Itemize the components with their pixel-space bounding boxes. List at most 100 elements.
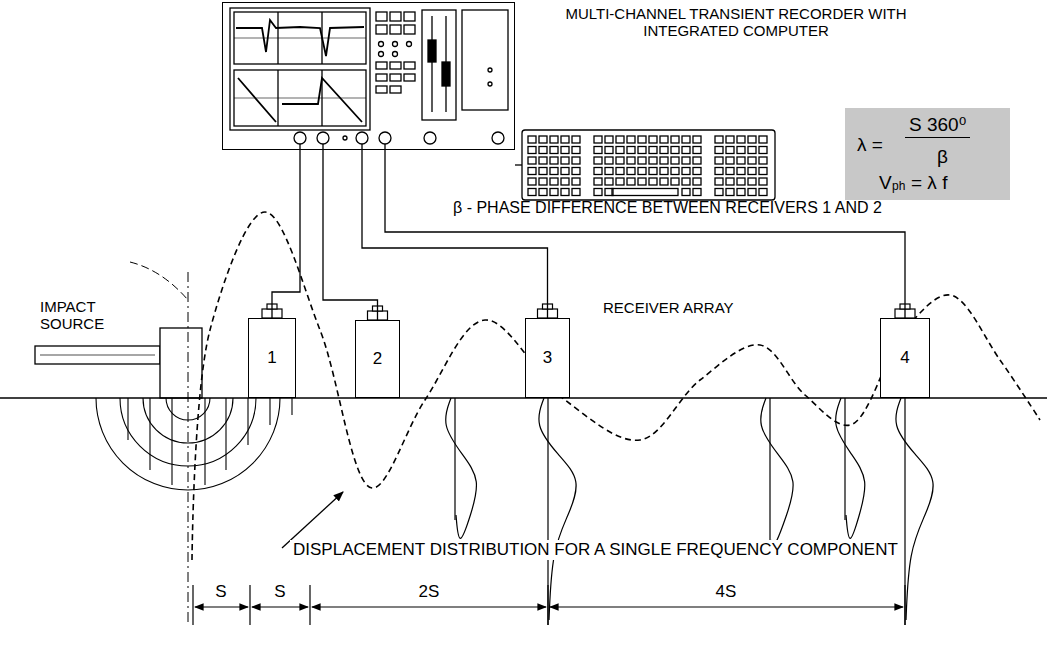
- signal-cable: [362, 150, 548, 318]
- keyboard: [660, 168, 668, 175]
- keyboard: [737, 178, 745, 185]
- formula-term: S 360⁰: [905, 114, 970, 138]
- impact-hammer: [35, 346, 160, 364]
- keyboard: [726, 147, 734, 154]
- transient-recorder: [393, 52, 398, 57]
- wave-fronts: [291, 398, 292, 415]
- keyboard: [594, 157, 602, 164]
- transient-recorder: [230, 8, 370, 130]
- keyboard: [671, 157, 679, 164]
- wave-fronts: [127, 398, 128, 440]
- formula-term: λ =: [857, 134, 883, 156]
- keyboard: [561, 136, 569, 143]
- keyboard: [638, 136, 646, 143]
- dimension-line: [195, 606, 248, 607]
- keyboard: [627, 178, 635, 185]
- formula-term: β: [937, 146, 948, 168]
- keyboard: [550, 157, 558, 164]
- keyboard: [759, 136, 767, 143]
- keyboard: [605, 136, 613, 143]
- transient-recorder: [492, 132, 504, 144]
- impact-hammer: [40, 355, 155, 356]
- formula-subscript: ph: [892, 180, 905, 194]
- keyboard: [550, 147, 558, 154]
- keyboard: [737, 189, 745, 196]
- keyboard: [726, 189, 734, 196]
- formula-term: V: [879, 172, 892, 194]
- wave-fronts: [225, 398, 226, 470]
- formula-term: = λ f: [911, 172, 947, 194]
- keyboard: [515, 164, 522, 165]
- transient-recorder: [404, 12, 415, 21]
- transient-recorder: [390, 86, 401, 93]
- depth-profile: [761, 398, 793, 545]
- receiver-box: 1: [248, 318, 296, 398]
- transient-recorder: [236, 20, 364, 56]
- dimension-label: 2S: [419, 582, 440, 602]
- keyboard: [528, 136, 536, 143]
- transient-recorder: [376, 12, 387, 21]
- keyboard: [715, 178, 723, 185]
- transient-recorder: [317, 132, 329, 144]
- keyboard: [715, 168, 723, 175]
- receiver-number: 3: [543, 348, 552, 368]
- keyboard: [638, 147, 646, 154]
- keyboard: [572, 189, 580, 196]
- transient-recorder: [376, 25, 387, 34]
- receiver-box: 3: [525, 318, 570, 398]
- keyboard: [594, 136, 602, 143]
- part-label: IMPACT SOURCE: [40, 298, 140, 333]
- depth-profile: [539, 398, 576, 620]
- keyboard: [572, 136, 580, 143]
- keyboard: [528, 136, 767, 196]
- keyboard: [759, 178, 767, 185]
- keyboard: [726, 157, 734, 164]
- receiver-cap: [262, 304, 915, 320]
- keyboard: [528, 157, 536, 164]
- dimension-label: S: [274, 582, 285, 602]
- keyboard: [693, 136, 701, 143]
- dimension-line: [550, 606, 903, 607]
- transient-recorder: [428, 40, 436, 62]
- keyboard: [550, 136, 558, 143]
- keyboard: [682, 178, 690, 185]
- keyboard: [759, 189, 767, 196]
- keyboard: [561, 189, 569, 196]
- transient-recorder: [390, 25, 401, 34]
- keyboard: [616, 136, 624, 143]
- keyboard: [726, 136, 734, 143]
- keyboard: [539, 178, 547, 185]
- depth-profile: [844, 398, 845, 520]
- transient-recorder: [294, 132, 306, 144]
- keyboard: [715, 157, 723, 164]
- keyboard: [627, 136, 635, 143]
- keyboard: [748, 178, 756, 185]
- keyboard: [649, 136, 657, 143]
- transient-recorder: [404, 62, 415, 69]
- transient-recorder: [442, 62, 450, 86]
- wave-fronts: [247, 398, 248, 445]
- keyboard: [594, 168, 602, 175]
- keyboard: [649, 147, 657, 154]
- keyboard: [616, 147, 624, 154]
- keyboard: [605, 147, 613, 154]
- keyboard: [627, 157, 635, 164]
- keyboard: [627, 168, 635, 175]
- depth-profile: [896, 398, 933, 620]
- transient-recorder: [376, 62, 387, 69]
- keyboard: [528, 189, 536, 196]
- transient-recorder: [404, 74, 415, 81]
- title-text: MULTI-CHANNEL TRANSIENT RECORDER WITH IN…: [561, 5, 911, 40]
- keyboard: [693, 147, 701, 154]
- wave-fronts: [128, 398, 292, 485]
- displacement-wave: [192, 212, 1040, 560]
- keyboard: [594, 189, 602, 196]
- transient-recorder: [404, 25, 415, 34]
- keyboard: [627, 147, 635, 154]
- depth-profile: [454, 398, 455, 520]
- keyboard: [693, 178, 701, 185]
- depth-profile: [904, 398, 905, 625]
- keyboard: [522, 130, 775, 200]
- keyboard: [612, 189, 678, 196]
